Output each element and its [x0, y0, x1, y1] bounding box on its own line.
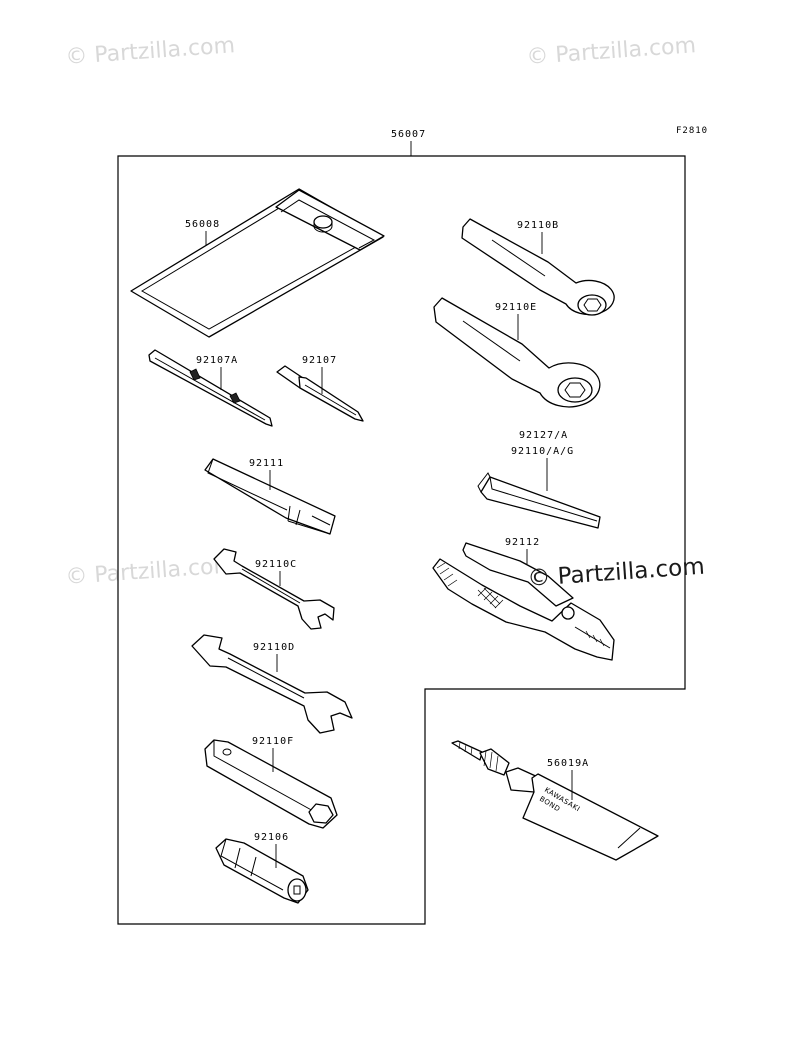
ring-wrench-92110E: [433, 297, 601, 408]
extension-bar-92111: [204, 458, 336, 535]
open-end-wrench-92110C: [213, 548, 335, 630]
assembly-frame: [117, 155, 686, 925]
label-56019A: 56019A: [547, 758, 589, 769]
label-92110F: 92110F: [252, 736, 294, 747]
label-92107A: 92107A: [196, 355, 238, 366]
pliers-92112: [432, 542, 615, 661]
label-92112: 92112: [505, 537, 540, 548]
watermark-center: © Partzilla.com: [527, 554, 706, 592]
label-92107: 92107: [302, 355, 337, 366]
screwdriver-bit-92107A: [148, 349, 273, 427]
hex-key-92127A: [477, 472, 601, 529]
screwdriver-bit-92107: [276, 365, 364, 422]
tool-pouch-56008: [130, 188, 385, 338]
label-56007: 56007: [391, 129, 426, 140]
label-56008: 56008: [185, 219, 220, 230]
label-92110C: 92110C: [255, 559, 297, 570]
label-92106: 92106: [254, 832, 289, 843]
watermark-top-right: © Partzilla.com: [526, 33, 697, 70]
label-92110D: 92110D: [253, 642, 295, 653]
watermark-top-left: © Partzilla.com: [65, 33, 236, 70]
box-wrench-92110F: [204, 739, 338, 829]
open-end-wrench-92110D: [191, 634, 353, 734]
label-92110B: 92110B: [517, 220, 559, 231]
label-92111: 92111: [249, 458, 284, 469]
label-92110AG: 92110/A/G: [511, 446, 574, 457]
ring-wrench-92110B: [461, 218, 615, 316]
label-92127A: 92127/A: [519, 430, 568, 441]
label-92110E: 92110E: [495, 302, 537, 313]
watermark-mid-left: © Partzilla.com: [65, 553, 236, 590]
figure-code: F2810: [676, 126, 708, 136]
socket-adapter-92106: [215, 838, 309, 904]
